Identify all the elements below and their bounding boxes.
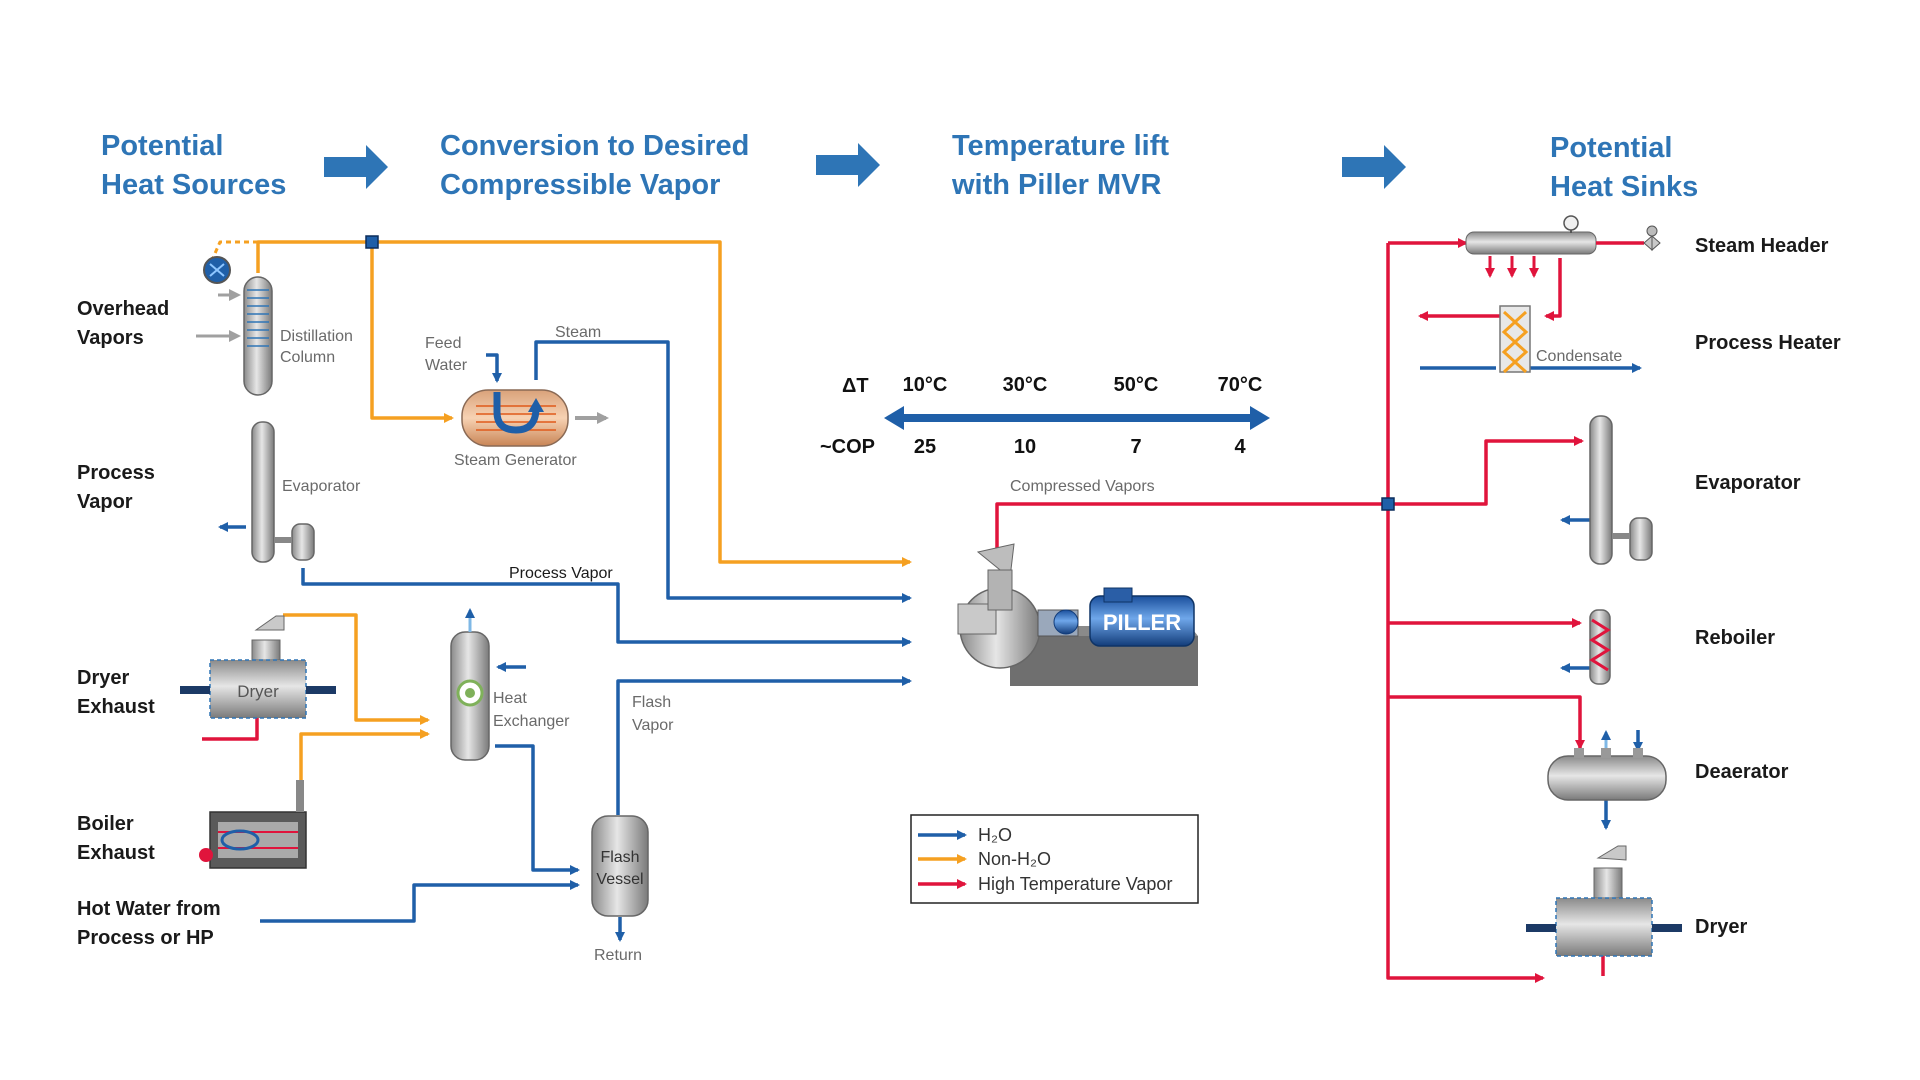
dryer-sink: Dryer — [1526, 845, 1747, 957]
pipe-steam — [534, 340, 912, 603]
dryer-source: Dryer — [180, 615, 336, 719]
label-steam: Steam — [555, 324, 601, 341]
column-headers: Potential Heat Sources Conversion to Des… — [101, 130, 1698, 203]
scale-cop-value: 4 — [1234, 436, 1246, 458]
piller-mvr-compressor: PILLER — [957, 543, 1198, 686]
label-feed-water-line2: Water — [425, 357, 468, 374]
pipe-red-header-to-heater — [1544, 258, 1562, 321]
source-boiler-line2: Exhaust — [77, 842, 155, 864]
pipe-overhead-vapor — [256, 240, 912, 567]
evaporator-source: Evaporator — [251, 421, 361, 563]
sink-dryer-label: Dryer — [1695, 916, 1747, 938]
pipe-reflux — [211, 240, 258, 259]
pipe-overhead-to-steamgen — [370, 242, 454, 423]
evaporator-sink: Evaporator — [1589, 415, 1801, 565]
scale-dt-value: 70°C — [1218, 374, 1263, 396]
label-flash-vapor-line2: Vapor — [632, 717, 674, 734]
scale-cop-value: 7 — [1130, 436, 1141, 458]
pipe-red-evaporator — [1388, 436, 1584, 506]
scale-dt-value: 30°C — [1003, 374, 1048, 396]
pipe-boiler-exhaust — [299, 729, 430, 810]
source-hotwater-line2: Process or HP — [77, 927, 214, 949]
source-overhead-line2: Vapors — [77, 327, 144, 349]
label-compressed-vapors: Compressed Vapors — [1010, 478, 1155, 495]
junction-node-red — [1381, 497, 1395, 511]
scale-cop-value: 10 — [1014, 436, 1036, 458]
scale-cop-value: 25 — [914, 436, 936, 458]
pipe-flash-vapor — [616, 676, 912, 815]
sink-evaporator-label: Evaporator — [1695, 472, 1801, 494]
heat-exchanger: Heat Exchanger — [450, 608, 570, 761]
pipe-feed-water — [486, 353, 502, 383]
pipe-hotwater-to-flash — [260, 880, 580, 923]
legend-h2o-label: H₂O — [978, 825, 1012, 845]
temperature-lift-scale: ΔT ~COP 10°C 30°C 50°C 70°C 25 10 7 4 — [820, 374, 1270, 458]
header-sinks-line1: Potential — [1550, 132, 1672, 164]
sink-reboiler-label: Reboiler — [1695, 627, 1775, 649]
process-heater: Condensate Process Heater — [1499, 305, 1841, 374]
steam-header: Steam Header — [1465, 215, 1829, 278]
junction-node-orange — [365, 235, 379, 249]
header-sinks-line2: Heat Sinks — [1550, 171, 1698, 203]
header-conversion-line2: Compressible Vapor — [440, 169, 720, 201]
sink-deaerator-label: Deaerator — [1695, 761, 1789, 783]
label-steam-generator: Steam Generator — [454, 452, 577, 469]
header-arrow-3-icon — [1342, 145, 1406, 189]
scale-cop-label: ~COP — [820, 436, 875, 458]
reboiler: Reboiler — [1589, 609, 1775, 685]
steam-generator: Feed Water Steam Steam Generator — [425, 324, 609, 469]
scale-dt-value: 50°C — [1114, 374, 1159, 396]
label-dryer-source: Dryer — [237, 682, 279, 701]
pipe-compressed-vapor — [995, 502, 1388, 560]
label-flash-vessel-line1: Flash — [600, 849, 639, 866]
label-condensate: Condensate — [1536, 348, 1622, 365]
label-distillation-line2: Column — [280, 349, 335, 366]
pipe-dryer-exhaust — [283, 613, 430, 725]
label-evaporator-source: Evaporator — [282, 478, 361, 495]
source-labels: Overhead Vapors Process Vapor Dryer Exha… — [77, 298, 221, 949]
pipe-dryer-heat-source — [202, 718, 259, 741]
header-arrow-2-icon — [816, 143, 880, 187]
pipe-hx-to-flash — [495, 744, 580, 875]
source-process-line2: Vapor — [77, 491, 133, 513]
legend-non-h2o-label: Non-H₂O — [978, 849, 1051, 869]
flash-vessel: Flash Vessel Return — [591, 815, 649, 964]
pipe-red-main-down — [1386, 243, 1545, 983]
label-feed-water-line1: Feed — [425, 335, 461, 352]
header-lift-line2: with Piller MVR — [951, 169, 1162, 201]
header-sources-line1: Potential — [101, 130, 223, 162]
header-conversion-line1: Conversion to Desired — [440, 130, 749, 162]
label-heat-exchanger-line2: Exchanger — [493, 713, 570, 730]
sink-steam-header-label: Steam Header — [1695, 235, 1829, 257]
scale-dt-value: 10°C — [903, 374, 948, 396]
header-lift-line1: Temperature lift — [952, 130, 1169, 162]
source-overhead-line1: Overhead — [77, 298, 169, 320]
distillation-column: Distillation Column — [196, 256, 353, 396]
sink-process-heater-label: Process Heater — [1695, 332, 1841, 354]
source-process-line1: Process — [77, 462, 155, 484]
deaerator: Deaerator — [1547, 730, 1789, 801]
source-boiler-line1: Boiler — [77, 813, 134, 835]
label-distillation-line1: Distillation — [280, 328, 353, 345]
label-process-vapor-pipe: Process Vapor — [509, 565, 613, 582]
pipe-process-vapor — [301, 568, 912, 647]
source-dryer-line2: Exhaust — [77, 696, 155, 718]
label-return: Return — [594, 947, 642, 964]
legend: H₂O Non-H₂O High Temperature Vapor — [910, 814, 1199, 904]
header-arrow-1-icon — [324, 145, 388, 189]
scale-dt-label: ΔT — [842, 375, 869, 397]
scale-double-arrow-icon — [884, 406, 1270, 430]
source-hotwater-line1: Hot Water from — [77, 898, 221, 920]
source-dryer-line1: Dryer — [77, 667, 129, 689]
piller-logo-text: PILLER — [1103, 610, 1181, 635]
label-heat-exchanger-line1: Heat — [493, 690, 527, 707]
pipe-red-deaerator — [1388, 695, 1585, 750]
boiler-source — [199, 780, 307, 869]
label-flash-vessel-line2: Vessel — [596, 871, 643, 888]
header-sources-line2: Heat Sources — [101, 169, 286, 201]
label-flash-vapor-line1: Flash — [632, 694, 671, 711]
legend-high-temp-label: High Temperature Vapor — [978, 874, 1172, 894]
